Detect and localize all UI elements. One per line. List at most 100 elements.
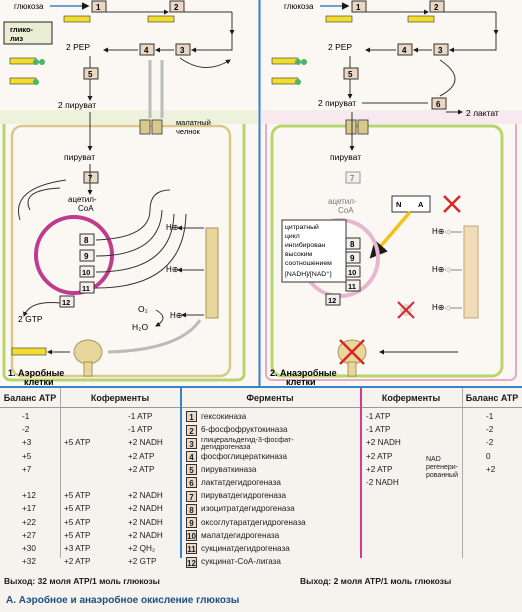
left-pyruvate-out: 2 пируват	[58, 100, 96, 110]
left-o2: O₂	[138, 304, 148, 314]
svg-text:4: 4	[402, 46, 407, 55]
enzyme-table: Баланс ATP Коферменты Ферменты Кофермент…	[0, 386, 522, 572]
svg-text:1: 1	[356, 3, 361, 12]
svg-text:лиз: лиз	[10, 34, 23, 43]
nadh-gauge	[391, 195, 431, 213]
left-glucose-label: глюкоза	[14, 2, 44, 11]
right-lactate: 2 лактат	[466, 108, 499, 118]
svg-text:5: 5	[88, 70, 93, 79]
left-mitochondrion	[10, 124, 232, 378]
tca-note-text: цитратный цикл ингибирован высоким соотн…	[285, 223, 334, 278]
svg-text:CoA: CoA	[338, 206, 354, 215]
right-pep-label: 2 PEP	[328, 42, 352, 52]
left-h2o: H₂O	[132, 322, 148, 332]
left-gtp: 2 GTP	[18, 314, 43, 324]
coenzyme-left-cell: +2 ATP	[128, 464, 155, 474]
svg-text:CoA: CoA	[78, 204, 94, 213]
nad-note: NAD регенери- рованный	[426, 456, 458, 479]
balance-left-cell: +3	[22, 438, 32, 448]
svg-text:H⊕: H⊕	[432, 303, 444, 312]
svg-text:4: 4	[144, 46, 149, 55]
left-step-2-box	[169, 0, 185, 13]
enzyme-name: 6-фосфофруктокиназа	[201, 425, 288, 435]
coenzyme-left-cell: +2 ATP	[128, 451, 155, 461]
balance-right-cell: -2	[486, 438, 494, 448]
svg-text:N: N	[396, 200, 401, 209]
yield-left: Выход: 32 моля ATP/1 моль глюкозы	[4, 576, 160, 586]
balance-left-cell: -2	[22, 425, 30, 435]
enzyme-name: пируваткиназа	[201, 464, 257, 474]
glycolysis-box	[3, 21, 53, 45]
atp-left-cell: +2 ATP	[64, 557, 91, 567]
svg-text:H⊕: H⊕	[432, 265, 444, 274]
balance-right-cell: 0	[486, 451, 491, 461]
header-balance-left: Баланс ATP	[0, 388, 60, 408]
coenzyme-right-cell: -1 ATP	[366, 412, 391, 421]
atp-left-cell: +5 ATP	[64, 517, 91, 527]
enzyme-cell: 5 пируваткиназа	[186, 463, 256, 476]
coenzyme-right-cell: -2 NADH	[366, 478, 399, 487]
enzyme-number: 12	[186, 556, 197, 568]
left-pep-label: 2 PEP	[66, 42, 90, 52]
svg-text:H⊕: H⊕	[170, 311, 182, 320]
svg-text:8: 8	[350, 240, 355, 249]
enzyme-number: 8	[186, 503, 197, 515]
header-enzymes: Ферменты	[180, 388, 360, 408]
enzyme-cell: 8 изоцитратдегидрогеназа	[186, 502, 295, 515]
right-acetyl-coa: ацетил-	[328, 197, 357, 206]
coenzyme-left-cell: -1 ATP	[128, 412, 153, 421]
coenzyme-right-cell: +2 ATP	[366, 451, 393, 461]
svg-text:2: 2	[174, 3, 179, 12]
svg-text:6: 6	[436, 100, 441, 109]
svg-text:10: 10	[82, 268, 90, 277]
enzyme-name: малатдегидрогеназа	[201, 530, 280, 540]
svg-text:клетки: клетки	[286, 377, 316, 386]
enzyme-number: 2	[186, 424, 197, 436]
svg-text:3: 3	[180, 46, 185, 55]
enzyme-name: гексокиназа	[201, 412, 247, 421]
enzyme-cell: 2 6-фосфофруктокиназа	[186, 423, 288, 436]
balance-left-cell: +5	[22, 451, 32, 461]
svg-text:7: 7	[350, 174, 355, 183]
atp-icons-right	[271, 15, 435, 85]
atp-left-cell: +3 ATP	[64, 544, 91, 553]
enzyme-number: 11	[186, 543, 197, 555]
enzyme-name: изоцитратдегидрогеназа	[201, 504, 295, 514]
svg-text:12: 12	[328, 296, 336, 305]
svg-text:11: 11	[82, 284, 90, 293]
enzyme-number: 9	[186, 516, 197, 528]
svg-text:3: 3	[438, 46, 443, 55]
header-balance-right: Баланс ATP	[462, 388, 522, 408]
coenzyme-right-cell: +2 NADH	[366, 438, 401, 448]
enzyme-number: 5	[186, 464, 197, 476]
svg-text:клетки: клетки	[24, 377, 54, 386]
coenzyme-left-cell: +2 GTP	[128, 557, 157, 567]
coenzyme-left-cell: +2 QH₂	[128, 544, 156, 553]
left-step-1-box	[91, 0, 107, 13]
right-pyruvate-in: пируват	[330, 152, 361, 162]
enzyme-name: фосфоглицераткиназа	[201, 451, 288, 461]
balance-left-cell: -1	[22, 412, 30, 421]
left-caption: 1. Аэробные	[8, 368, 64, 378]
left-acetyl-coa: ацетил-	[68, 195, 97, 204]
balance-left-cell: +30	[22, 544, 36, 553]
balance-left-cell: +27	[22, 530, 36, 540]
left-respiratory-chain	[205, 227, 219, 319]
atp-icons-left	[9, 15, 175, 85]
atp-left-cell: +5 ATP	[64, 504, 91, 514]
